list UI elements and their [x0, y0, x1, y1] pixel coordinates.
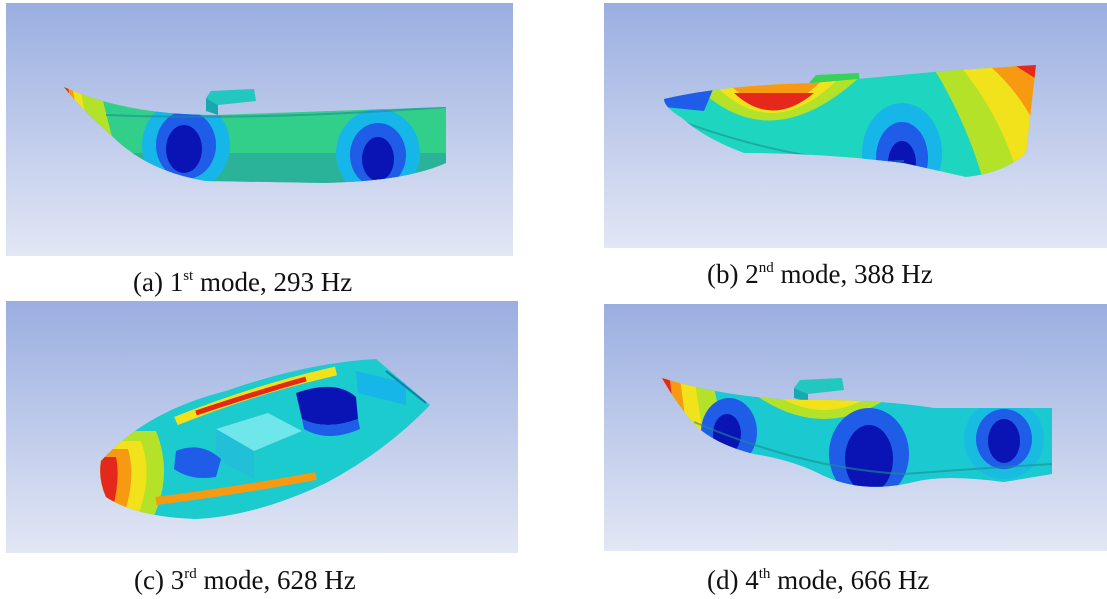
caption-ordinal-suffix: th: [758, 566, 771, 582]
mode-1-caption: (a) 1st mode, 293 Hz: [133, 267, 352, 297]
caption-suffix: mode, 628 Hz: [196, 565, 356, 595]
mode-2-panel: [604, 3, 1107, 248]
boat-mode-1-icon: [6, 3, 513, 256]
caption-ordinal-suffix: rd: [184, 566, 197, 582]
caption-ordinal-suffix: nd: [758, 260, 774, 276]
caption-prefix: (b) 2: [707, 259, 759, 289]
boat-mode-4-icon: [604, 304, 1107, 551]
boat-mode-3-icon: [6, 301, 518, 553]
caption-suffix: mode, 293 Hz: [193, 267, 353, 297]
mode-4-panel: [604, 304, 1107, 551]
boat-mode-2-icon: [604, 3, 1107, 248]
caption-suffix: mode, 666 Hz: [770, 565, 930, 595]
caption-prefix: (c) 3: [134, 565, 185, 595]
caption-ordinal-suffix: st: [183, 268, 194, 284]
caption-prefix: (d) 4: [707, 565, 759, 595]
caption-prefix: (a) 1: [133, 267, 184, 297]
mode-1-panel: [6, 3, 513, 256]
mode-3-panel: [6, 301, 518, 553]
caption-suffix: mode, 388 Hz: [773, 259, 933, 289]
mode-4-caption: (d) 4th mode, 666 Hz: [707, 565, 929, 595]
mode-2-caption: (b) 2nd mode, 388 Hz: [707, 259, 933, 289]
mode-3-caption: (c) 3rd mode, 628 Hz: [134, 565, 356, 595]
